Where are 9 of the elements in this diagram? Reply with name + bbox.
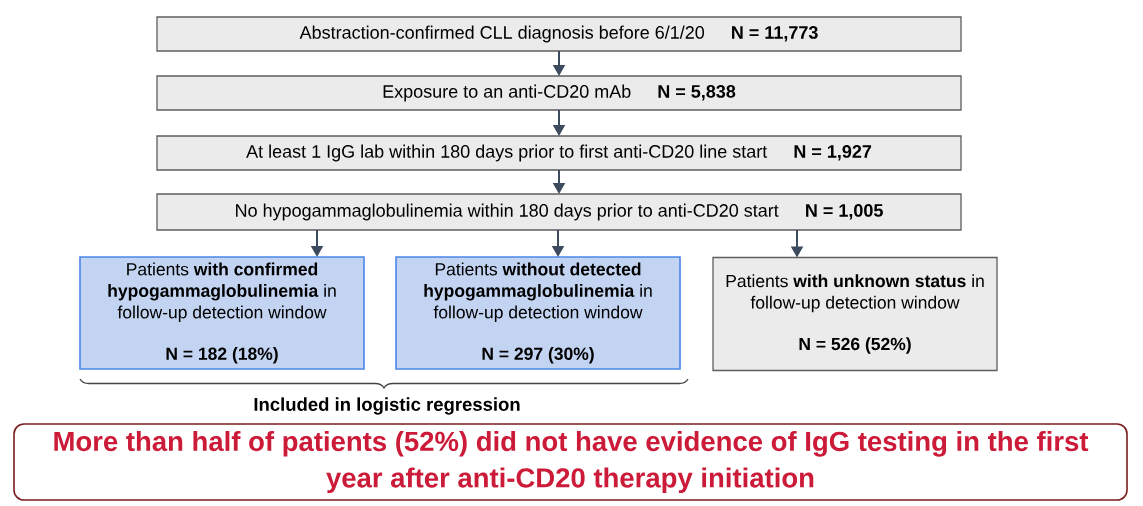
brace-label: Included in logistic regression	[254, 397, 520, 415]
process-box: Abstraction-confirmed CLL diagnosis before 6/1/20 N = 11,773	[156, 16, 962, 52]
callout-box: More than half of patients (52%) did not have evidence of IgG testing in the first year after anti-CD20 therapy initiation	[13, 423, 1128, 501]
process-box: No hypogammaglobulinemia within 180 days prior to anti-CD20 start N = 1,005	[156, 193, 962, 231]
process-box: Exposure to an anti-CD20 mAb N = 5,838	[156, 75, 962, 111]
result-box: Patients with confirmed hypogammaglobulinemia in follow-up detection window N = 182 (18%)	[79, 256, 365, 370]
result-box: Patients without detected hypogammaglobulinemia in follow-up detection window N = 297 (30%)	[395, 256, 681, 370]
result-box: Patients with unknown status in follow-up detection window N = 526 (52%)	[712, 256, 998, 372]
process-box: At least 1 IgG lab within 180 days prior to first anti-CD20 line start N = 1,927	[156, 135, 962, 171]
